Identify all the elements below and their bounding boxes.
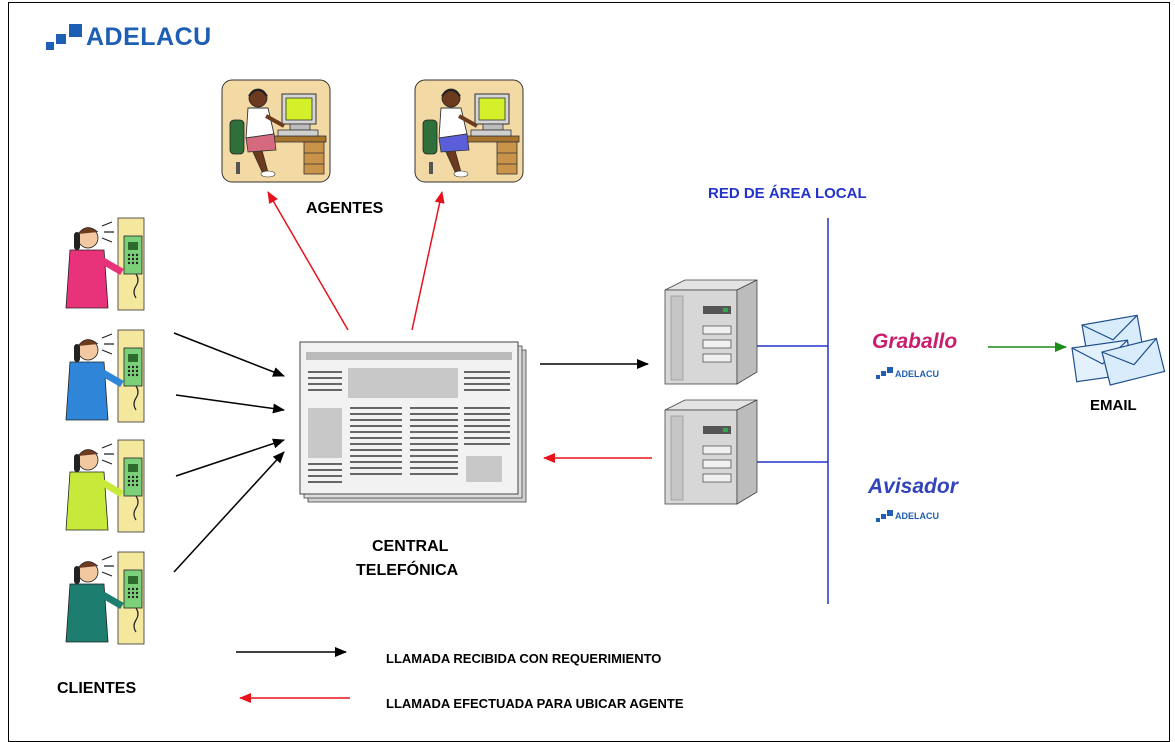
adelacu-logo: [46, 24, 82, 50]
central-label-line2: TELEFÓNICA: [356, 562, 459, 579]
arrow-client1-to-central: [173, 332, 285, 377]
client-2-icon: [65, 329, 145, 423]
telephone-exchange-icon: [299, 341, 527, 503]
arrow-client4-to-central: [173, 451, 285, 573]
client-3-icon: [65, 439, 145, 533]
legend-received-label: LLAMADA RECIBIDA CON REQUERIMIENTO: [386, 651, 662, 666]
arrow-central-to-agent2: [411, 191, 445, 331]
lan-lines: [757, 218, 829, 604]
graballo-label: Graballo: [872, 330, 958, 353]
agent-2-icon: [413, 78, 525, 184]
logo-text: ADELACU: [86, 23, 212, 51]
client-4-icon: [65, 551, 145, 645]
central-label-line1: CENTRAL: [372, 538, 449, 555]
arrow-client2-to-central: [175, 394, 285, 414]
legend-outgoing-label: LLAMADA EFECTUADA PARA UBICAR AGENTE: [386, 696, 684, 711]
avisador-label: Avisador: [868, 475, 958, 498]
graballo-brand-mark-icon: [876, 367, 893, 379]
arrow-client3-to-central: [175, 438, 285, 477]
agent-1-icon: [220, 78, 332, 184]
arrow-central-to-agent1: [267, 191, 349, 331]
clientes-label: CLIENTES: [57, 680, 137, 697]
avisador-brand-mark-icon: [876, 510, 893, 522]
agentes-label: AGENTES: [306, 200, 384, 217]
client-1-icon: [65, 217, 145, 311]
graballo-brand-text: ADELACU: [895, 369, 939, 379]
avisador-brand-text: ADELACU: [895, 511, 939, 521]
lan-label: RED DE ÁREA LOCAL: [708, 185, 867, 202]
arrows: [173, 191, 1067, 703]
logo-mark-icon: [46, 24, 82, 50]
email-label: EMAIL: [1090, 397, 1137, 414]
email-envelopes-icon: [1071, 314, 1166, 386]
server-1-icon: [664, 279, 758, 385]
server-2-icon: [664, 399, 758, 505]
